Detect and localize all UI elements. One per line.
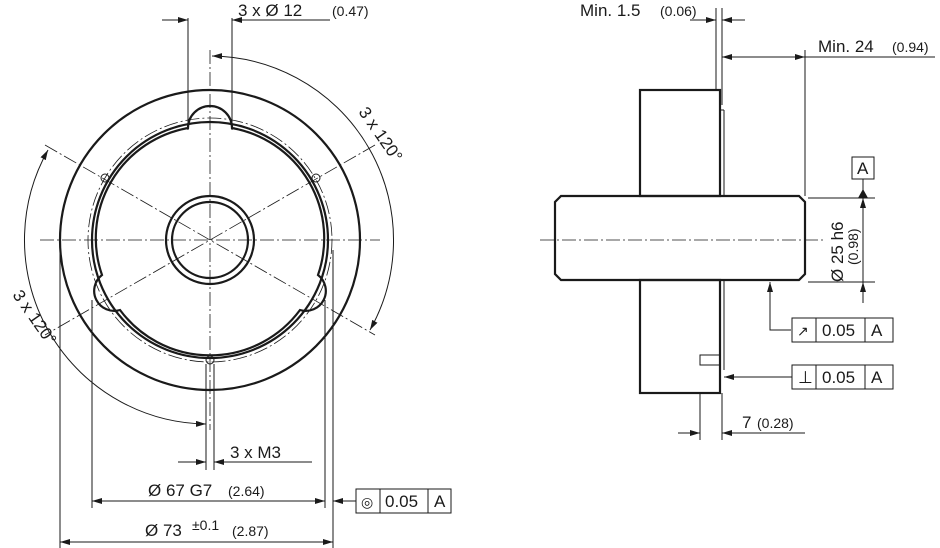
angle-arc-right (211, 53, 394, 331)
outer-dim-label: Ø 73 (145, 521, 182, 540)
svg-text:(0.06): (0.06) (660, 3, 697, 19)
svg-text:A: A (871, 368, 883, 387)
concentricity-icon: ◎ (361, 494, 373, 510)
svg-text:(0.94): (0.94) (892, 39, 929, 55)
flange-lower (638, 278, 722, 395)
perpendicularity-icon: ⊥ (798, 368, 813, 387)
runout-icon: ↗ (797, 323, 809, 339)
bore-dim-label: Ø 67 G7 (148, 481, 212, 500)
side-view: Min. 1.5 (0.06) Min. 24 (0.94) A Ø 25 h6… (540, 1, 935, 440)
holes-dim-label: 3 x Ø 12 (238, 1, 302, 20)
shaft (553, 194, 807, 282)
runout-frame: ↗ 0.05 A (791, 317, 894, 343)
svg-text:A: A (871, 321, 883, 340)
min-gap-label: Min. 1.5 (580, 1, 640, 20)
svg-text:3 x 120°: 3 x 120° (9, 286, 60, 348)
angle-arc-left (24, 149, 207, 427)
svg-text:3 x 120°: 3 x 120° (355, 103, 406, 165)
flange-upper (638, 88, 722, 198)
svg-text:0.05: 0.05 (385, 492, 418, 511)
concentricity-frame: ◎ 0.05 A (355, 488, 452, 514)
svg-text:(2.87): (2.87) (232, 523, 269, 539)
svg-text:0.05: 0.05 (822, 368, 855, 387)
svg-text:±0.1: ±0.1 (192, 517, 219, 533)
svg-text:(0.47): (0.47) (332, 3, 369, 19)
perpendicularity-frame: ⊥ 0.05 A (791, 364, 894, 390)
svg-text:(0.98): (0.98) (845, 228, 861, 265)
thread-label: 3 x M3 (230, 443, 281, 462)
set-screw (699, 354, 721, 366)
depth-label: 7 (742, 413, 751, 432)
svg-text:A: A (434, 492, 446, 511)
svg-text:(2.64): (2.64) (228, 483, 265, 499)
svg-text:A: A (857, 159, 869, 178)
svg-text:0.05: 0.05 (822, 321, 855, 340)
svg-text:(0.28): (0.28) (757, 415, 794, 431)
shaft-dim-label: Ø 25 h6 (828, 222, 847, 283)
min-length-label: Min. 24 (818, 37, 874, 56)
front-view: 3 x Ø 12 (0.47) 3 x 120° 3 x 120° 3 x M3… (9, 1, 452, 548)
